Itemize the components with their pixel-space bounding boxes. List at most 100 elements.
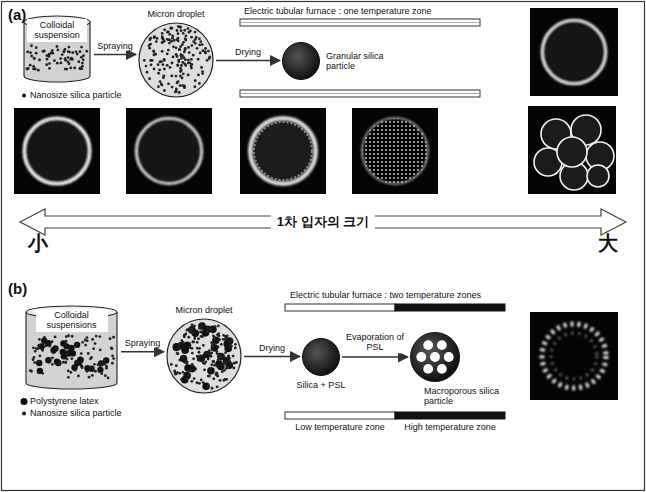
silica-dot <box>184 37 187 40</box>
silica-dot <box>190 67 193 70</box>
latex-dot <box>37 368 43 374</box>
particle-dots <box>29 334 115 379</box>
silica-dot <box>67 370 70 373</box>
silica-dot <box>91 374 94 377</box>
silica-dot <box>67 56 70 59</box>
silica-dot <box>192 54 195 57</box>
silica-dot <box>67 376 70 379</box>
silica-dot <box>223 369 226 372</box>
silica-dot <box>158 68 161 71</box>
silica-dot <box>68 62 71 65</box>
legend-text: Polystyrene latex <box>30 396 99 406</box>
latex-dot <box>88 366 94 372</box>
silica-dot <box>161 35 164 38</box>
sem-image <box>551 333 597 379</box>
sem-image <box>530 312 618 400</box>
silica-dot <box>98 335 101 338</box>
silica-dot <box>107 377 110 380</box>
silica-dot <box>82 58 85 61</box>
size-arrow <box>20 209 626 235</box>
silica-dot <box>150 63 153 66</box>
silica-dot <box>182 32 185 35</box>
silica-dot <box>84 344 87 347</box>
silica-dot <box>64 68 67 71</box>
silica-dot <box>67 50 70 53</box>
silica-dot <box>64 57 67 60</box>
silica-dot <box>227 355 230 358</box>
silica-dot <box>176 55 179 58</box>
silica-dot <box>94 370 97 373</box>
edge-label: Drying <box>234 46 262 56</box>
silica-dot <box>170 40 173 43</box>
silica-dot <box>81 65 84 68</box>
silica-dot <box>100 372 103 375</box>
silica-dot <box>227 366 230 369</box>
silica-dot <box>186 27 189 30</box>
silica-dot <box>55 45 58 48</box>
silica-dot <box>232 367 235 370</box>
silica-dot <box>180 64 183 67</box>
silica-dot <box>201 49 204 52</box>
dark-node: Granular silica particle <box>282 42 320 80</box>
silica-dot <box>45 54 48 57</box>
silica-dot <box>32 65 35 68</box>
pore <box>416 352 426 362</box>
silica-dot <box>229 362 232 365</box>
silica-dot <box>29 51 32 54</box>
silica-dot <box>200 330 203 333</box>
silica-dot <box>199 40 202 43</box>
silica-dot <box>198 351 201 354</box>
silica-dot <box>211 387 214 390</box>
silica-dot <box>155 40 158 43</box>
sem-image <box>352 108 438 194</box>
silica-dot <box>199 52 202 55</box>
silica-dot <box>188 51 191 54</box>
silica-dot <box>233 362 236 365</box>
silica-dot <box>105 365 108 368</box>
silica-dot <box>191 323 194 326</box>
silica-dot <box>94 342 97 345</box>
silica-dot <box>111 354 114 357</box>
furnace-bar <box>240 19 480 97</box>
silica-dot <box>229 344 232 347</box>
container-label: Colloidal suspension <box>27 19 87 42</box>
silica-dot <box>33 57 36 60</box>
silica-dot <box>41 349 44 352</box>
silica-dot <box>48 67 51 70</box>
silica-dot <box>184 48 187 51</box>
latex-dot <box>77 358 83 364</box>
text-label: Electric tubular furnace : two temperatu… <box>290 290 481 300</box>
latex-dot <box>63 343 69 349</box>
silica-dot <box>33 356 36 359</box>
silica-dot <box>90 356 93 359</box>
silica-dot <box>203 368 206 371</box>
silica-dot <box>182 56 185 59</box>
silica-dot <box>220 343 223 346</box>
silica-dot <box>35 347 38 350</box>
silica-dot <box>172 56 175 59</box>
legend-marker <box>22 412 26 416</box>
silica-dot <box>104 374 107 377</box>
latex-dot <box>97 367 103 373</box>
silica-dot <box>35 46 38 49</box>
particle-label: Macroporous silica particle <box>424 386 508 407</box>
silica-dot <box>37 344 40 347</box>
silica-dot <box>232 355 235 358</box>
silica-dot <box>27 67 30 70</box>
silica-dot <box>177 346 180 349</box>
silica-dot <box>194 368 197 371</box>
silica-dot <box>30 55 33 58</box>
silica-dot <box>84 339 87 342</box>
silica-dot <box>169 27 172 30</box>
particle-body <box>303 339 340 376</box>
silica-dot <box>162 74 165 77</box>
silica-dot <box>38 59 41 62</box>
sem-image <box>126 108 212 194</box>
droplet-node: Micron droplet <box>138 22 214 98</box>
silica-dot <box>210 328 213 331</box>
silica-dot <box>177 59 180 62</box>
silica-dot <box>163 28 166 31</box>
process-arrow <box>244 356 300 358</box>
process-arrow <box>94 54 136 56</box>
silica-dot <box>183 334 186 337</box>
